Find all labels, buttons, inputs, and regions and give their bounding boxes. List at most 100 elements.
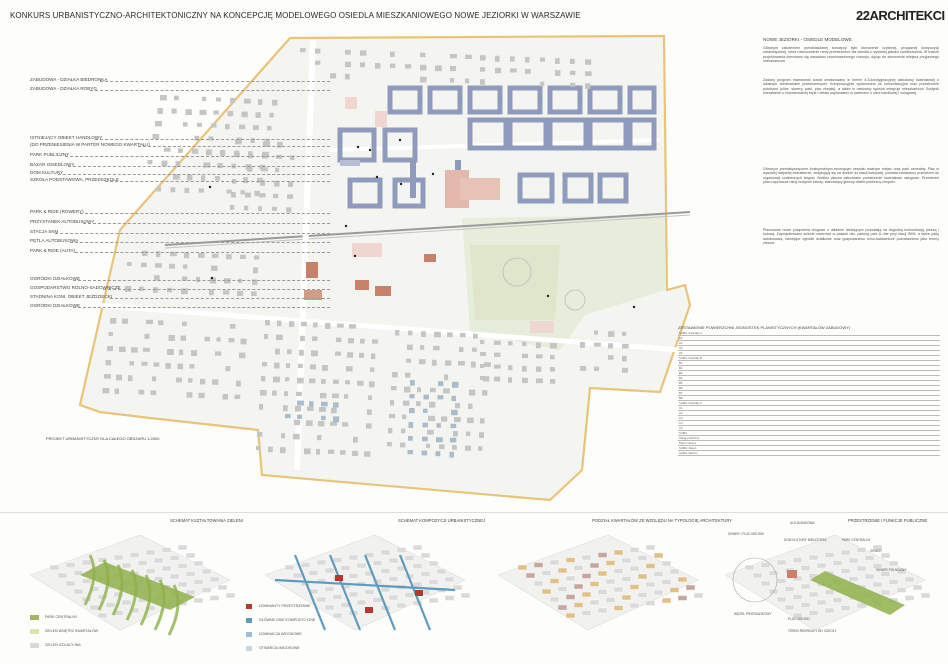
poster-title: KONKURS URBANISTYCZNO-ARCHITEKTONICZNY N…	[10, 11, 581, 20]
diagram-caption: PRZESTRZENIE I FUNKCJE PUBLICZNE	[848, 518, 928, 523]
table-row: B3	[678, 370, 940, 376]
railway	[164, 211, 691, 246]
leader-line	[80, 213, 330, 214]
table-row: A4	[678, 350, 940, 356]
plan-label: ISTNIEJĄCY OBIEKT HANDLOWY	[30, 135, 103, 140]
function-label: DOM KULTURY BIBLIOTEKA	[784, 538, 827, 542]
description-p2: Zadany program inwestorski został zreali…	[763, 78, 939, 95]
legend-swatch	[246, 646, 252, 651]
office-logo: 22ARCHITEKCI	[856, 8, 945, 23]
table-row: B2	[678, 365, 940, 371]
leader-line	[67, 166, 330, 167]
leader-line	[72, 280, 330, 281]
plan-label: DOM KULTURY	[30, 170, 64, 175]
plan-label: BAZAR OSIEDLOWY	[30, 162, 75, 167]
table-row: C3	[678, 415, 940, 421]
legend-label: DOMINANTY PRZESTRZENNE	[259, 604, 311, 608]
table-row: Usługi publiczne	[678, 435, 940, 441]
legend-label: ZIELEŃ WNĘTRZ KWARTAŁÓW	[45, 629, 99, 633]
plan-label: OGRÓDKI DZIAŁKOWE	[30, 303, 81, 308]
central-block	[467, 117, 509, 151]
function-label: SKWER POLNOCNY	[876, 568, 907, 572]
plan-label: PARK & RIDE (ROWERY)	[30, 209, 84, 214]
plan-label: OGRÓDKI DZIAŁKOWE	[30, 276, 81, 281]
leader-line	[137, 146, 330, 147]
plan-marker	[398, 138, 402, 142]
central-block	[382, 127, 418, 163]
plan-marker	[368, 148, 372, 152]
north-block	[467, 85, 503, 115]
leader-line	[90, 90, 330, 91]
table-row: SUMA: Kwartały A	[678, 331, 940, 336]
leader-line	[82, 223, 330, 224]
plan-label: (DO PRZENIESIENIA W PARTER NOWEGO KWARTA…	[30, 142, 150, 147]
plan-label: PĘTLA AUTOBUSOWA	[30, 238, 79, 243]
leader-line	[70, 242, 330, 243]
north-block	[387, 85, 423, 115]
plan-label: ZABUDOWA - DZIAŁKA BIEDRONKA	[30, 77, 108, 82]
leader-line	[110, 298, 330, 299]
legend-label: PARK CENTRALNY	[45, 615, 78, 619]
legend-swatch	[30, 629, 39, 634]
central-block	[627, 117, 657, 151]
description-p4: Planowane nowe połączenia drogowe z ukła…	[763, 228, 939, 245]
leader-line	[102, 289, 330, 290]
description-heading: NOWE JEZIORKI - OSIEDLE MODELOWE	[763, 37, 852, 42]
south-block	[392, 177, 426, 209]
plan-marker	[210, 276, 214, 280]
function-label: SKWER	[870, 549, 882, 553]
north-block	[427, 85, 463, 115]
plan-marker	[431, 172, 435, 176]
table-row: B7	[678, 390, 940, 396]
axo-diagram	[497, 534, 704, 631]
south-block	[597, 172, 629, 204]
diagram-caption: PODZIAŁ KWARTAŁÓW ZE WZGLĘDU NA TYPOLOGI…	[592, 518, 733, 523]
function-label: TEREN REKREACYJNY SZKOŁY	[788, 629, 837, 633]
function-label: PLAC MIEJSKI	[788, 617, 810, 621]
table-row: C5	[678, 425, 940, 431]
axo-diagram	[264, 534, 471, 631]
plan-label: ZABUDOWA - DZIAŁKA ROBYG	[30, 86, 97, 91]
leader-line	[65, 156, 330, 157]
table-row: C1	[678, 405, 940, 411]
description-p3: Głównym przedsięwzięciem funkcjonalnym t…	[763, 167, 939, 184]
legend-label: OTWARCIA WIDOKOWE	[259, 646, 300, 650]
north-block	[547, 85, 583, 115]
legend-swatch	[30, 643, 39, 648]
plan-marker	[356, 145, 360, 149]
legend-swatch	[246, 618, 252, 623]
residential-blocks	[337, 85, 657, 209]
plan-marker	[399, 182, 403, 186]
south-block	[517, 172, 555, 204]
central-block	[507, 117, 549, 151]
table-row: SUMA: Zieleń	[678, 445, 940, 451]
plan-marker	[208, 185, 212, 189]
table-row: B4	[678, 375, 940, 381]
table-row: B8	[678, 395, 940, 401]
section-divider	[0, 512, 948, 513]
legend-label: ZIELEŃ IZOLACYJNA	[45, 643, 81, 647]
function-label: ALEJA BUKOWA	[790, 521, 815, 525]
table-row: SUMA	[678, 430, 940, 436]
central-block	[547, 117, 589, 151]
leader-line	[57, 174, 330, 175]
description-p1: Głównym założeniem przedstawianej koncep…	[763, 46, 939, 63]
table-row: A2	[678, 340, 940, 346]
table-title: ZESTAWIENIE POWIERZCHNI JEDNOSTEK PLANIS…	[678, 325, 851, 330]
south-block	[347, 177, 383, 209]
north-block	[627, 85, 657, 115]
school-building	[460, 178, 500, 200]
diagram-caption: SCHEMAT KOMPOZYCJI URBANISTYCZNEJ	[398, 518, 486, 523]
leader-line	[100, 81, 330, 82]
plan-marker	[353, 254, 357, 258]
axo-diagram	[724, 534, 931, 631]
table-row: SUMA: Razem	[678, 450, 940, 456]
table-row: C2	[678, 410, 940, 416]
table-row: B6	[678, 385, 940, 391]
plan-marker	[344, 224, 348, 228]
plan-label: GOSPODARSTWO ROLNO-SADOWNICZE	[30, 285, 121, 290]
